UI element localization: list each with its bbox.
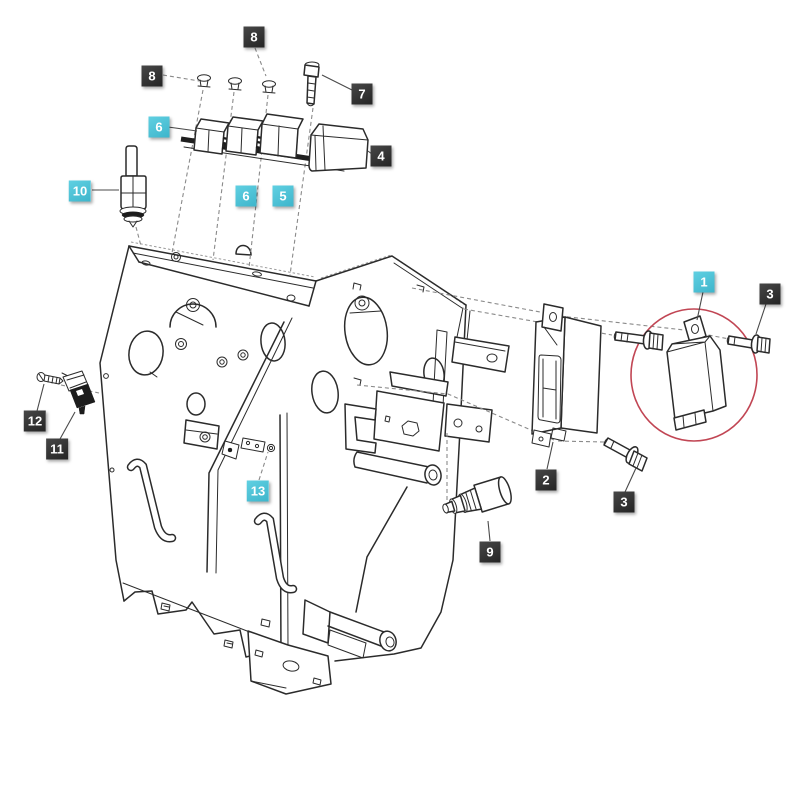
callout-badge-4[interactable]: 4 [370,145,392,167]
callout-badge-1[interactable]: 1 [693,271,715,293]
callout-badge-2[interactable]: 2 [535,469,557,491]
callout-badge-6[interactable]: 6 [235,185,257,207]
callout-badge-9[interactable]: 9 [479,541,501,563]
callout-badge-8[interactable]: 8 [141,65,163,87]
callout-badge-8[interactable]: 8 [243,26,265,48]
relay-modules-group [193,113,304,159]
leader-lines [36,47,767,542]
screw-12 [36,372,64,385]
bolt-7 [303,61,320,107]
callout-badge-12[interactable]: 12 [23,410,47,432]
sensor-9 [442,476,512,514]
callout-badge-13[interactable]: 13 [246,480,270,502]
callout-badge-10[interactable]: 10 [68,180,92,202]
sensor-10 [119,145,147,228]
callout-badge-6[interactable]: 6 [148,116,170,138]
highlight-circle [630,308,758,442]
clip-8b [228,77,242,91]
sensor-11 [61,370,96,415]
bolt-left [613,330,664,351]
mounting-clips-group [197,74,276,94]
control-module-1 [666,315,727,431]
callout-badge-3[interactable]: 3 [613,491,635,513]
callout-badge-7[interactable]: 7 [351,83,373,105]
callout-badge-11[interactable]: 11 [46,438,68,460]
bolt-3-right [726,334,771,354]
bracket-2 [531,303,602,448]
support-frame [99,241,510,695]
relay-5 [259,113,304,159]
clip-8a [197,74,211,88]
relay-cover-4 [308,123,369,172]
callout-badge-3[interactable]: 3 [759,283,781,305]
rivet-13-group [221,437,276,460]
relay-6b [225,116,264,156]
clip-8c [262,80,276,94]
bolt-3-bottom [603,437,648,472]
callout-badge-5[interactable]: 5 [272,185,294,207]
